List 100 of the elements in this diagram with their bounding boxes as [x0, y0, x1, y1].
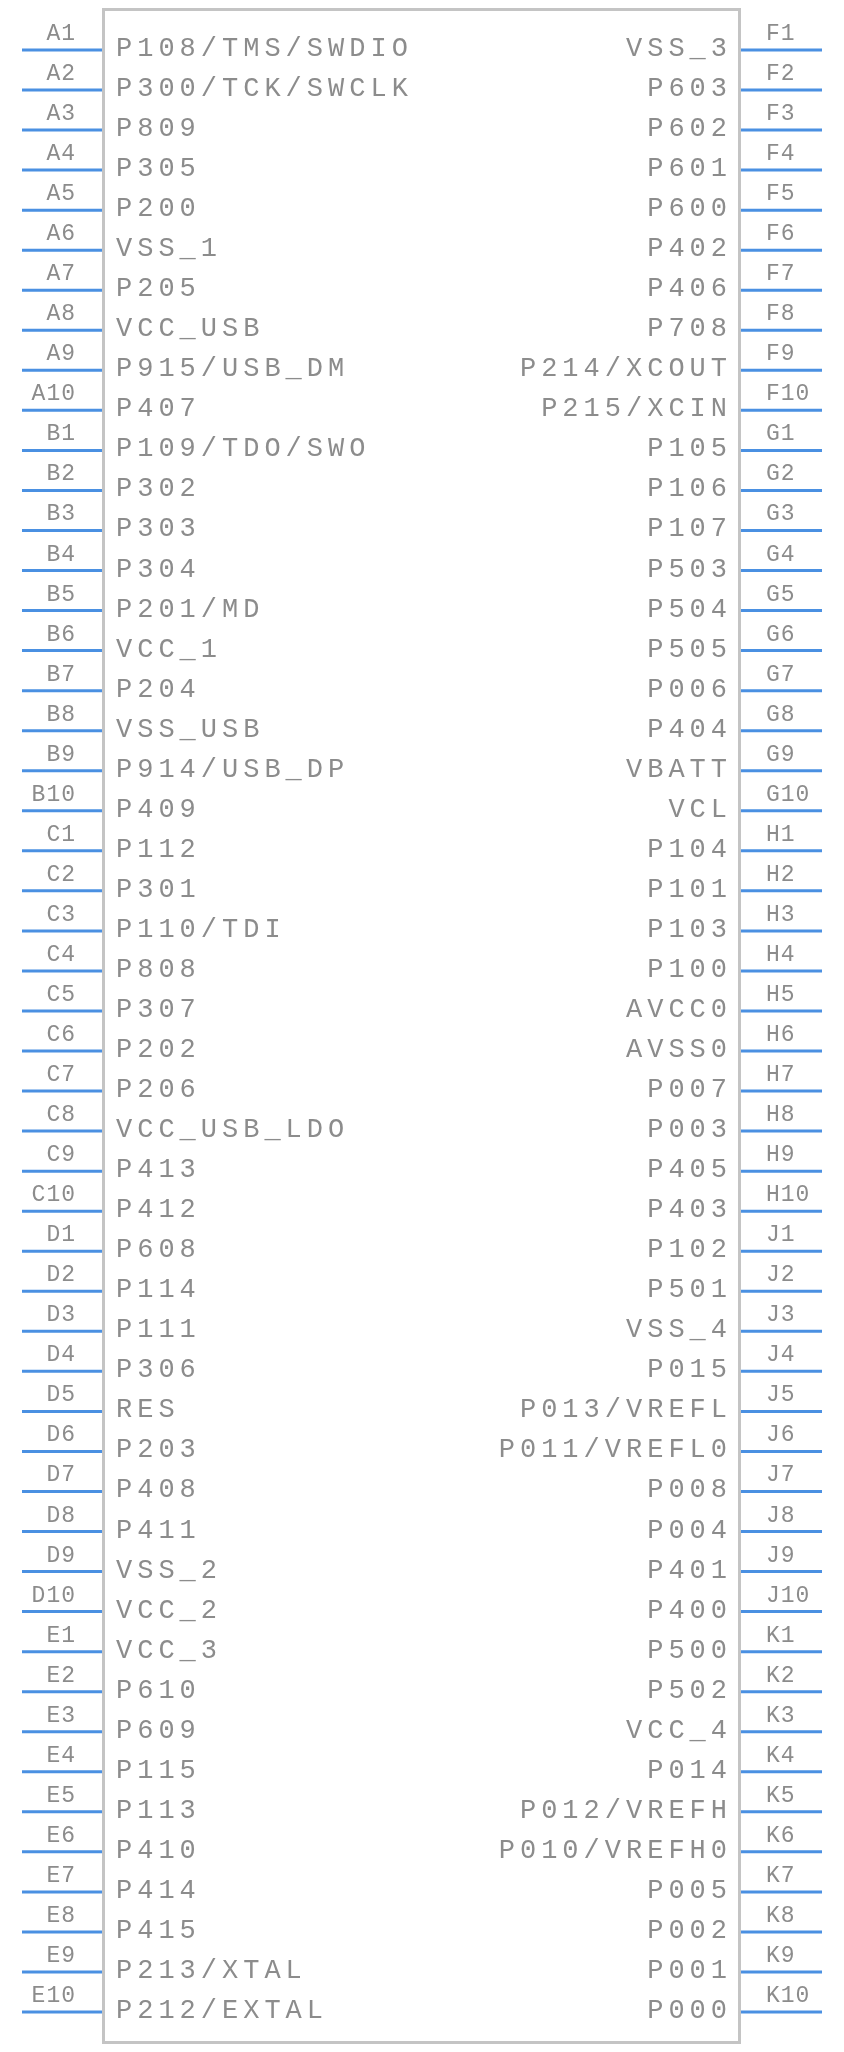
- pin-number: D10: [31, 1584, 76, 1608]
- pin-name: P411: [116, 1517, 201, 1545]
- pin-name: P413: [116, 1157, 201, 1185]
- pin-number: D6: [46, 1424, 76, 1448]
- pin-number: A10: [31, 383, 76, 407]
- pin-name: P404: [647, 716, 732, 744]
- pin-name: VCC_3: [116, 1637, 222, 1665]
- pin-name: AVCC0: [626, 996, 732, 1024]
- pin-name: P610: [116, 1677, 201, 1705]
- pin-name: P915/USB_DM: [116, 356, 350, 384]
- pin-name: P005: [647, 1877, 732, 1905]
- pin-number: F2: [766, 63, 796, 87]
- pin-number: K8: [766, 1904, 796, 1928]
- pin-name: P306: [116, 1357, 201, 1385]
- pin-number: B8: [46, 703, 76, 727]
- pin-name: P304: [116, 556, 201, 584]
- pin-name: P214/XCOUT: [519, 356, 732, 384]
- pin-number: H3: [766, 903, 796, 927]
- pin-number: K7: [766, 1864, 796, 1888]
- pin-name: P504: [647, 596, 732, 624]
- pin-name: P200: [116, 196, 201, 224]
- pin-number: E3: [46, 1704, 76, 1728]
- pin-number: D9: [46, 1544, 76, 1568]
- pin-number: C8: [46, 1104, 76, 1128]
- pin-name: P106: [647, 476, 732, 504]
- pin-number: D8: [46, 1504, 76, 1528]
- pin-number: B3: [46, 503, 76, 527]
- pin-number: G2: [766, 463, 796, 487]
- pin-name: VCC_1: [116, 636, 222, 664]
- pin-name: P003: [647, 1117, 732, 1145]
- pin-name: P307: [116, 996, 201, 1024]
- pin-number: H4: [766, 943, 796, 967]
- pin-number: F4: [766, 143, 796, 167]
- pin-number: G9: [766, 743, 796, 767]
- pin-name: P115: [116, 1757, 201, 1785]
- pin-name: P114: [116, 1277, 201, 1305]
- pin-number: F10: [766, 383, 811, 407]
- pin-name: P205: [116, 276, 201, 304]
- pin-name: P012/VREFH: [519, 1797, 732, 1825]
- pin-name: P103: [647, 916, 732, 944]
- pin-number: F3: [766, 103, 796, 127]
- pin-name: P215/XCIN: [541, 396, 732, 424]
- pin-number: E6: [46, 1824, 76, 1848]
- pin-name: P104: [647, 836, 732, 864]
- pin-number: C2: [46, 863, 76, 887]
- pin-number: H9: [766, 1144, 796, 1168]
- pin-number: F9: [766, 343, 796, 367]
- pin-name: P503: [647, 556, 732, 584]
- pin-number: E8: [46, 1904, 76, 1928]
- pin-name: P505: [647, 636, 732, 664]
- pin-number: G10: [766, 783, 811, 807]
- pin-name: P113: [116, 1797, 201, 1825]
- pin-name: P407: [116, 396, 201, 424]
- pin-number: C4: [46, 943, 76, 967]
- pin-name: P102: [647, 1237, 732, 1265]
- pin-number: G5: [766, 583, 796, 607]
- pin-name: VSS_2: [116, 1557, 222, 1585]
- pin-name: RES: [116, 1397, 180, 1425]
- pin-name: P809: [116, 116, 201, 144]
- pin-name: P501: [647, 1277, 732, 1305]
- pin-name: P601: [647, 156, 732, 184]
- pin-number: J7: [766, 1464, 796, 1488]
- pin-number: D4: [46, 1344, 76, 1368]
- pin-number: K5: [766, 1784, 796, 1808]
- pin-number: K2: [766, 1664, 796, 1688]
- pin-number: H6: [766, 1024, 796, 1047]
- pin-name: P011/VREFL0: [498, 1437, 732, 1465]
- pin-number: G1: [766, 423, 796, 447]
- pin-number: H10: [766, 1184, 811, 1208]
- pin-number: H5: [766, 983, 796, 1007]
- pin-number: C6: [46, 1024, 76, 1047]
- pin-number: F1: [766, 23, 796, 46]
- pin-name: P110/TDI: [116, 916, 286, 944]
- pin-number: J8: [766, 1504, 796, 1528]
- pin-name: P408: [116, 1477, 201, 1505]
- pin-number: C3: [46, 903, 76, 927]
- pin-number: H8: [766, 1104, 796, 1128]
- pin-name: VCC_4: [626, 1717, 732, 1745]
- pin-name: P204: [116, 676, 201, 704]
- pin-name: P500: [647, 1637, 732, 1665]
- pin-number: B10: [31, 783, 76, 807]
- pin-number: K4: [766, 1744, 796, 1768]
- pin-name: P415: [116, 1917, 201, 1945]
- pin-name: P502: [647, 1677, 732, 1705]
- pin-name: P202: [116, 1037, 201, 1064]
- pin-name: P006: [647, 676, 732, 704]
- pin-name: P600: [647, 196, 732, 224]
- pin-number: J1: [766, 1224, 796, 1248]
- pin-name: P914/USB_DP: [116, 756, 350, 784]
- pin-number: B7: [46, 663, 76, 687]
- pin-name: P603: [647, 76, 732, 104]
- pin-number: J5: [766, 1384, 796, 1408]
- pin-number: E4: [46, 1744, 76, 1768]
- pin-number: J3: [766, 1304, 796, 1328]
- pin-name: P013/VREFL: [519, 1397, 732, 1425]
- pin-number: A4: [46, 143, 76, 167]
- pin-name: VCL: [668, 796, 732, 824]
- pin-name: P602: [647, 116, 732, 144]
- pin-number: D1: [46, 1224, 76, 1248]
- pin-name: P107: [647, 516, 732, 544]
